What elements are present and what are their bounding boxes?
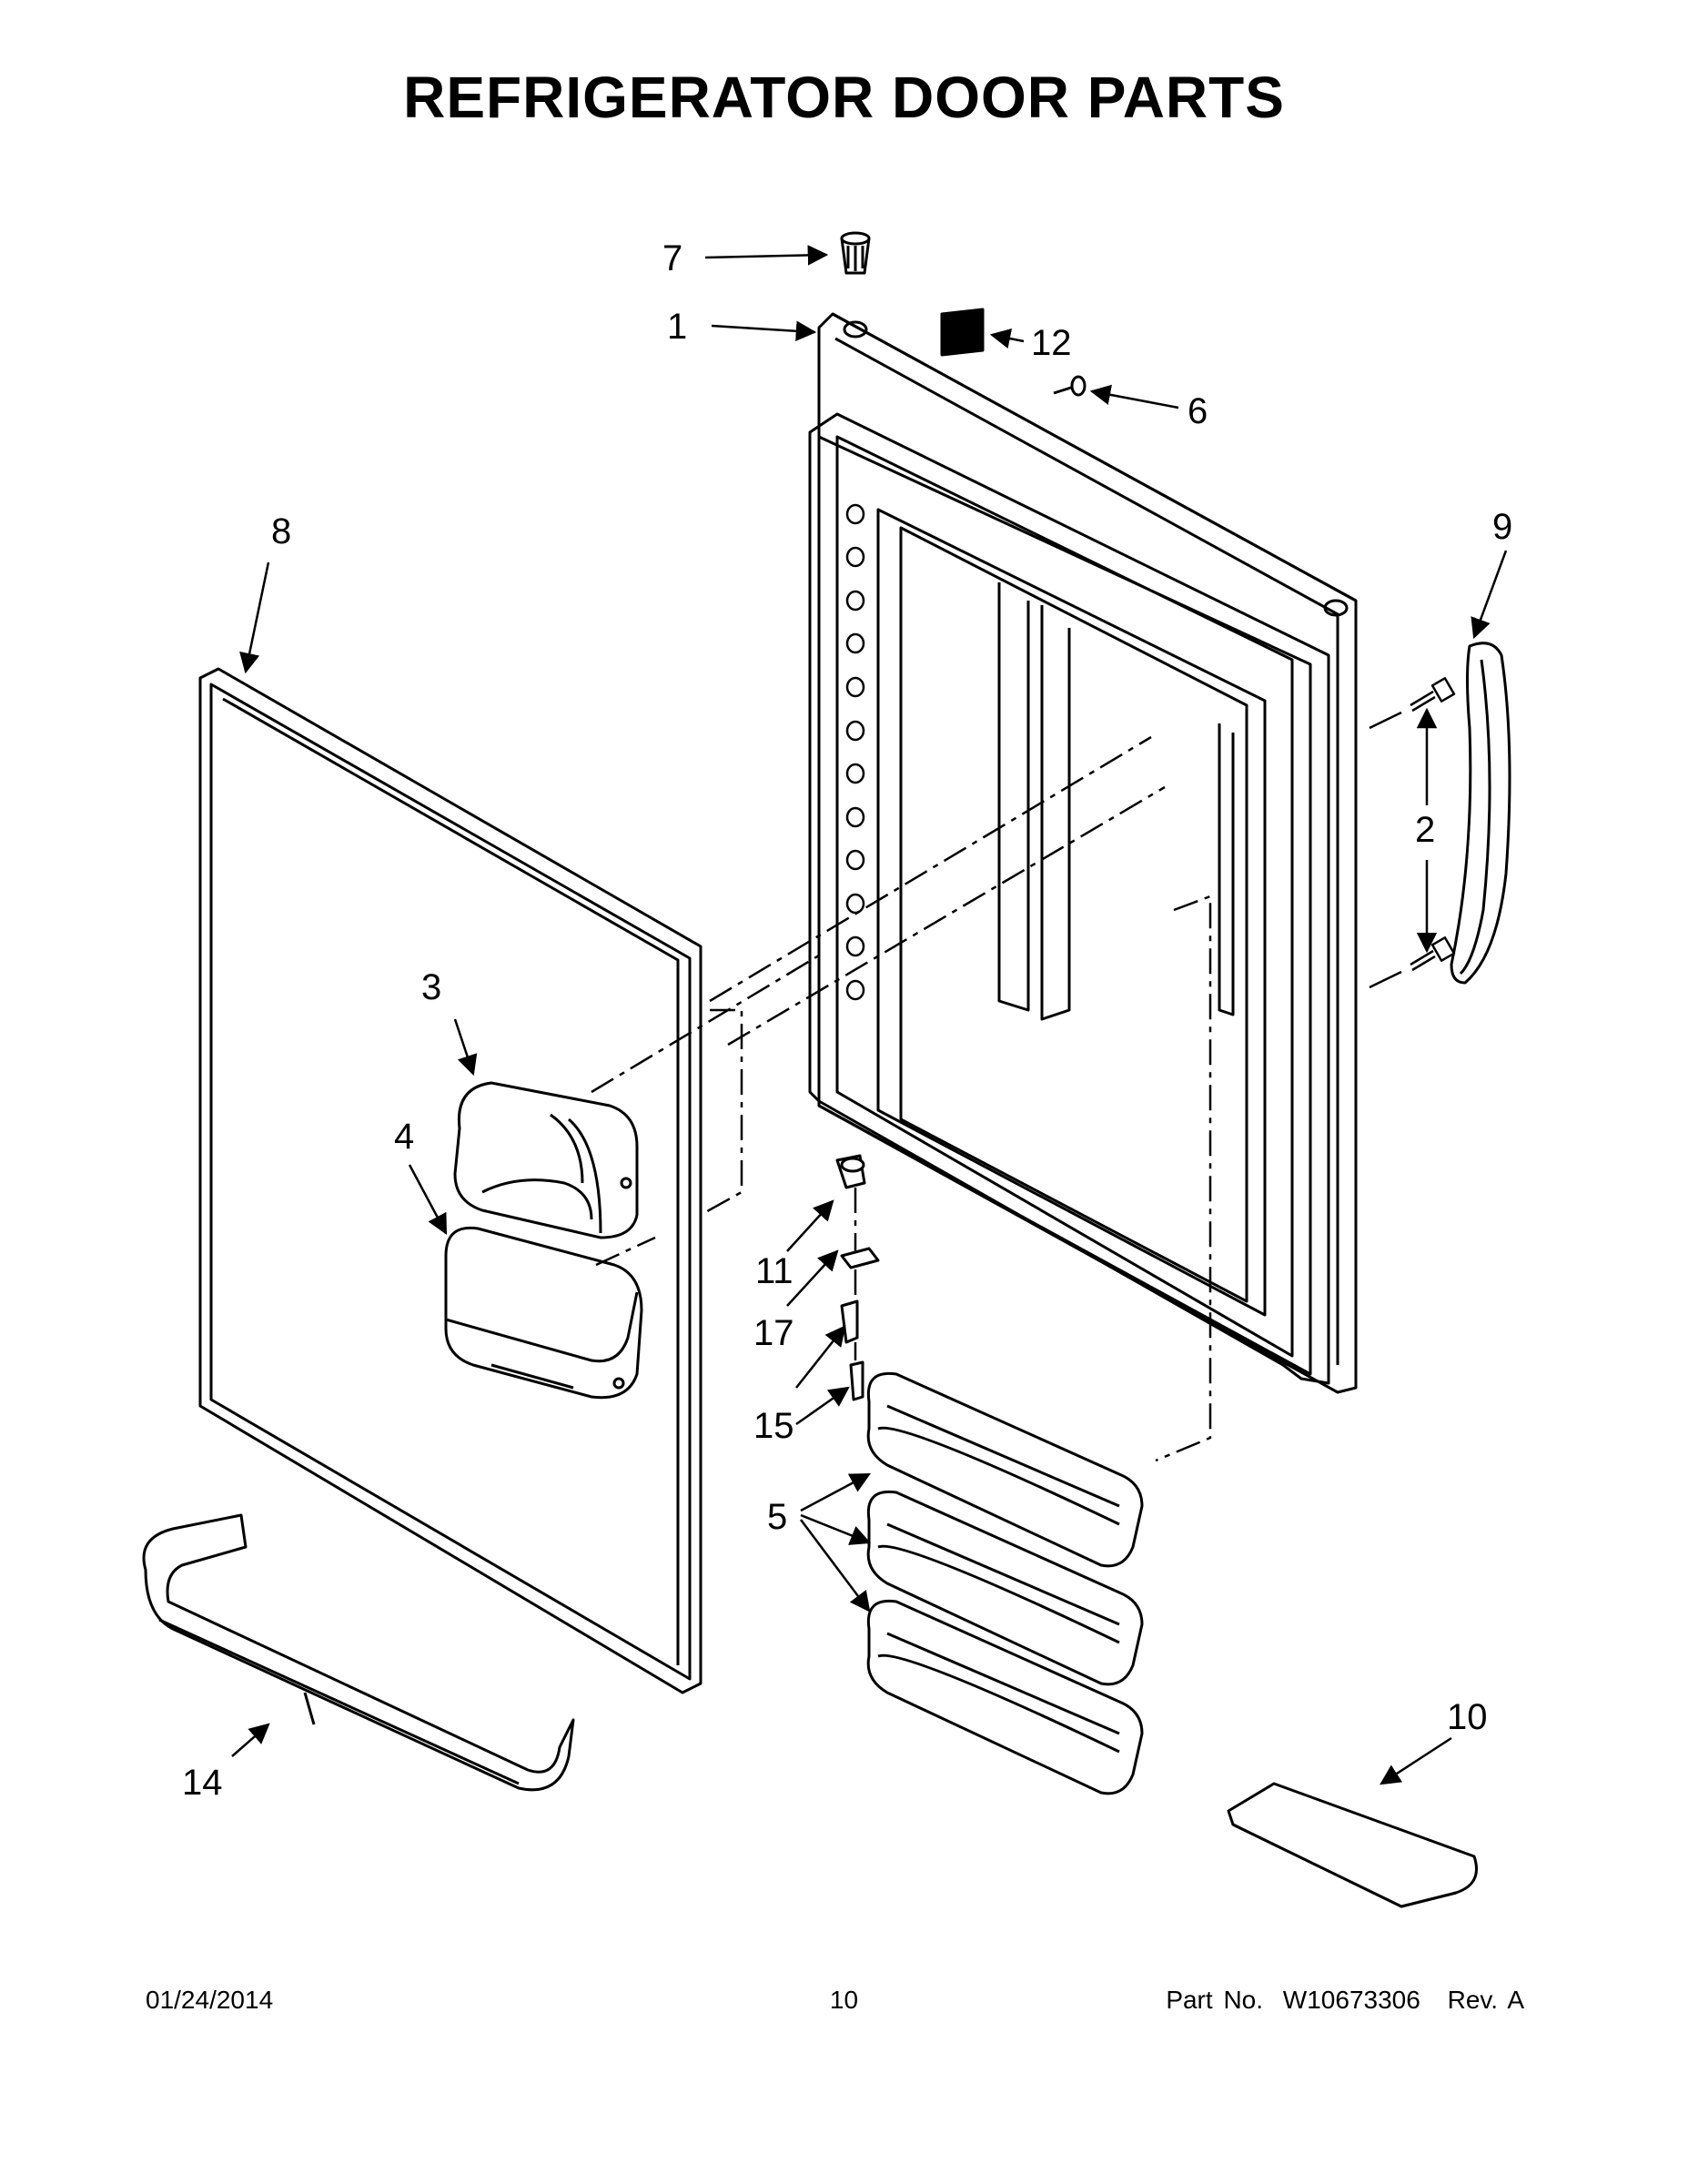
door-panel-part-8 (198, 667, 702, 1694)
page-title: REFRIGERATOR DOOR PARTS (403, 65, 1285, 130)
bracket-assembly (835, 1154, 880, 1401)
handle-guide-lines (1369, 711, 1402, 989)
footer-part-info: Part No. W10673306 Rev. A (1166, 1986, 1524, 2015)
dispenser-bin-part-4 (444, 1226, 643, 1400)
callout-12: 12 (1031, 323, 1072, 363)
hinge-bushing-part-7 (840, 231, 871, 275)
door-bin-1-part-5 (866, 1371, 1144, 1568)
callout-7: 7 (662, 238, 682, 278)
label-part-12 (940, 308, 985, 357)
part-number-label: Part No. (1166, 1986, 1264, 2014)
callout-5: 5 (767, 1497, 787, 1537)
callout-6: 6 (1188, 391, 1208, 431)
callout-1: 1 (667, 307, 687, 347)
handle-screws-part-2 (1410, 677, 1456, 972)
footer-date: 01/24/2014 (146, 1986, 274, 2014)
dispenser-cover-part-3 (453, 1081, 639, 1239)
callout-9: 9 (1492, 507, 1512, 547)
door-bin-3-part-5 (866, 1599, 1144, 1795)
revision: Rev. A (1447, 1986, 1524, 2014)
tray-part-10 (1227, 1782, 1478, 1908)
footer-page-number: 10 (829, 1986, 859, 2014)
callout-15: 15 (753, 1406, 794, 1446)
callout-17: 17 (753, 1313, 794, 1353)
leader-arrows (231, 245, 1508, 1785)
part-number-value: W10673306 (1282, 1986, 1420, 2014)
callout-2: 2 (1415, 810, 1435, 850)
callout-10: 10 (1447, 1697, 1488, 1737)
door-frame-part-1 (808, 312, 1358, 1394)
assembly-guide-lines (591, 735, 1212, 1462)
callout-3: 3 (421, 967, 441, 1007)
handle-part-9 (1450, 642, 1511, 985)
callout-11: 11 (755, 1251, 793, 1291)
callout-14: 14 (182, 1763, 223, 1803)
callout-8: 8 (271, 511, 291, 551)
screw-part-6 (1053, 375, 1087, 397)
bottom-bin-part-14 (142, 1513, 575, 1792)
door-bin-2-part-5 (866, 1490, 1144, 1686)
gasket-studs (845, 503, 865, 1001)
callout-4: 4 (394, 1117, 414, 1157)
